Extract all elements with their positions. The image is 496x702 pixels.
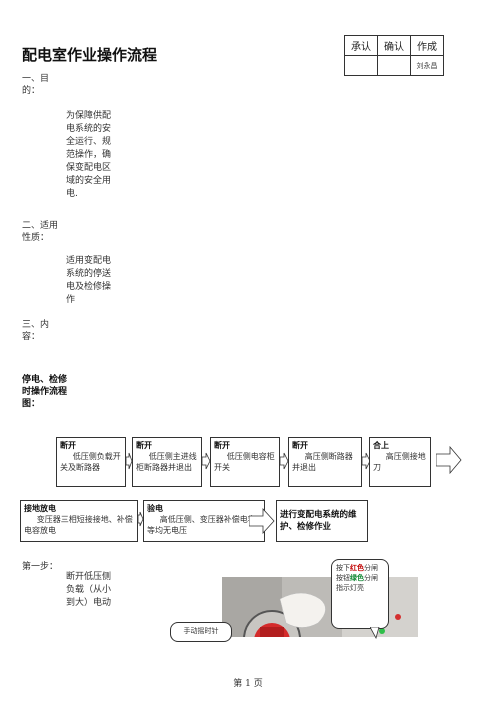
callout-pointer-icon bbox=[370, 627, 380, 639]
flow-step-2-body: 低压侧主进线柜断路器并退出 bbox=[136, 452, 197, 472]
flow-step-4-title: 断开 bbox=[292, 441, 308, 450]
arrow-right-icon bbox=[249, 508, 275, 534]
flow-step-5-body: 高压侧接地刀 bbox=[373, 452, 426, 472]
flow-step-2-title: 断开 bbox=[136, 441, 152, 450]
flow-step-2: 断开 低压侧主进线柜断路器并退出 bbox=[132, 437, 202, 487]
callout-text-pre: 按下 bbox=[336, 564, 350, 572]
flow-step-7-body: 高低压侧、变压器补偿电容等均无电压 bbox=[147, 515, 256, 535]
approval-table: 承认 确认 作成 刘永昌 bbox=[344, 35, 444, 76]
flow-step-3: 断开 低压侧电容柜开关 bbox=[210, 437, 280, 487]
arrow-right-icon bbox=[362, 452, 370, 470]
flow-step-6: 接地放电 变压器三相短接接地、补偿电容放电 bbox=[20, 500, 138, 542]
approval-sign-approve bbox=[344, 55, 378, 76]
section-content-heading: 三、内容： bbox=[22, 320, 50, 342]
callout-text-post: 分闸指示灯亮 bbox=[336, 574, 378, 592]
arrow-right-icon bbox=[436, 446, 462, 474]
flow-step-4-body: 高压侧断路器并退出 bbox=[292, 452, 353, 472]
section-scope-heading: 二、适用性质： bbox=[22, 221, 59, 243]
flow-step-6-title: 接地放电 bbox=[24, 504, 56, 513]
flow-step-3-title: 断开 bbox=[214, 441, 230, 450]
flow-step-1-title: 断开 bbox=[60, 441, 76, 450]
callout-text-red: 红色 bbox=[350, 563, 364, 572]
flow-step-3-body: 低压侧电容柜开关 bbox=[214, 452, 275, 472]
flow-step-1-body: 低压侧负载开关及断路器 bbox=[60, 452, 121, 472]
section-purpose-body: 为保障供配电系统的安全运行、规范操作，确保变配电区域的安全用电. bbox=[66, 111, 112, 199]
callout-text-mid: 分闸按钮 bbox=[336, 564, 378, 582]
flow-step-1: 断开 低压侧负载开关及断路器 bbox=[56, 437, 126, 487]
step-1-heading: 第一步： bbox=[22, 562, 59, 572]
flow-step-8-title: 进行变配电系统的维护、检修作业 bbox=[280, 510, 357, 532]
flow-step-6-body: 变压器三相短接接地、补偿电容放电 bbox=[24, 515, 133, 535]
callout-red-button: 按下红色分闸按钮绿色分闸指示灯亮 bbox=[331, 559, 389, 629]
flow-step-4: 断开 高压侧断路器并退出 bbox=[288, 437, 362, 487]
section-purpose-heading: 一、目的： bbox=[22, 74, 50, 96]
arrow-right-icon bbox=[126, 452, 132, 470]
flow-step-8: 进行变配电系统的维护、检修作业 bbox=[276, 500, 368, 542]
approval-header-author: 作成 bbox=[410, 35, 444, 56]
arrow-right-icon bbox=[138, 511, 143, 527]
document-title: 配电室作业操作流程 bbox=[22, 46, 158, 64]
section-scope-body: 适用变配电系统的停送电及检修操作 bbox=[66, 256, 112, 305]
flow-step-5: 合上 高压侧接地刀 bbox=[369, 437, 431, 487]
approval-header-confirm: 确认 bbox=[377, 35, 411, 56]
callout-manual: 手动摇时针 bbox=[170, 622, 232, 642]
page-footer: 第 1 页 bbox=[233, 679, 263, 689]
approval-sign-author: 刘永昌 bbox=[410, 55, 444, 76]
flow-step-7-title: 验电 bbox=[147, 504, 163, 513]
callout-text-green: 绿色 bbox=[350, 573, 364, 582]
approval-header-approve: 承认 bbox=[344, 35, 378, 56]
arrow-right-icon bbox=[202, 452, 210, 470]
step-1-body: 断开低压侧负载（从小到大）电动 bbox=[66, 572, 112, 608]
approval-sign-confirm bbox=[377, 55, 411, 76]
arrow-right-icon bbox=[280, 452, 288, 470]
flow-step-5-title: 合上 bbox=[373, 441, 389, 450]
flow-chart-heading: 停电、检修时操作流程图： bbox=[22, 375, 68, 409]
flow-step-7: 验电 高低压侧、变压器补偿电容等均无电压 bbox=[143, 500, 265, 542]
